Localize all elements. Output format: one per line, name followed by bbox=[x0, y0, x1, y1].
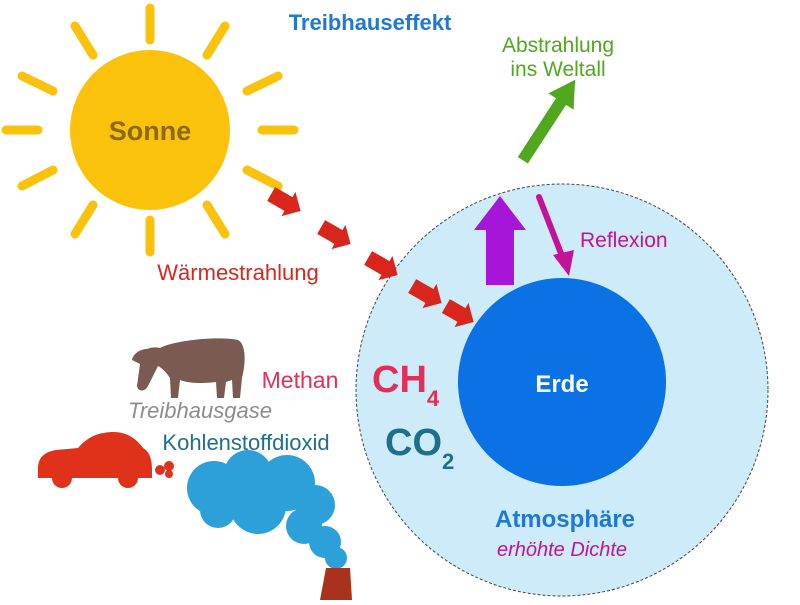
sun-rays bbox=[1, 3, 299, 257]
reflection-label: Reflexion bbox=[580, 229, 668, 252]
outgoing-radiation-arrow bbox=[474, 196, 526, 285]
heat-arrow-5 bbox=[441, 299, 474, 328]
heat-arrow-1 bbox=[267, 187, 301, 217]
heat-arrow-3 bbox=[364, 251, 398, 281]
co2-formula: CO2 bbox=[385, 422, 454, 474]
methane-label: Methan bbox=[262, 367, 339, 393]
smoke-cloud-icon bbox=[187, 450, 347, 569]
car-icon bbox=[38, 432, 174, 488]
sun bbox=[70, 50, 230, 210]
heat-radiation-arrows bbox=[267, 187, 474, 328]
heat-arrow-4 bbox=[408, 279, 442, 309]
space-radiation-arrow bbox=[517, 79, 576, 164]
ch4-subscript: 4 bbox=[427, 386, 440, 411]
ch4-base: CH bbox=[372, 359, 427, 401]
sun-label: Sonne bbox=[109, 116, 192, 146]
diagram-title: Treibhauseffekt bbox=[289, 10, 452, 35]
cow-icon bbox=[132, 338, 245, 398]
atmosphere-density-label: erhöhte Dichte bbox=[497, 539, 627, 561]
co2-subscript: 2 bbox=[442, 449, 454, 474]
atmosphere-label: Atmosphäre bbox=[495, 506, 635, 533]
earth-circle bbox=[458, 278, 666, 486]
chimney-icon bbox=[320, 568, 352, 600]
space-radiation-label-line2: ins Weltall bbox=[510, 58, 605, 81]
space-radiation-label-line1: Abstrahlung bbox=[502, 34, 614, 57]
earth-label: Erde bbox=[535, 371, 588, 398]
reflection-arrow bbox=[536, 194, 574, 276]
greenhouse-gases-label: Treibhausgase bbox=[128, 398, 272, 423]
methane-formula: CH4 bbox=[372, 359, 440, 411]
heat-radiation-label: Wärmestrahlung bbox=[157, 260, 318, 285]
heat-arrow-2 bbox=[317, 220, 351, 250]
co2-base: CO bbox=[385, 422, 442, 464]
